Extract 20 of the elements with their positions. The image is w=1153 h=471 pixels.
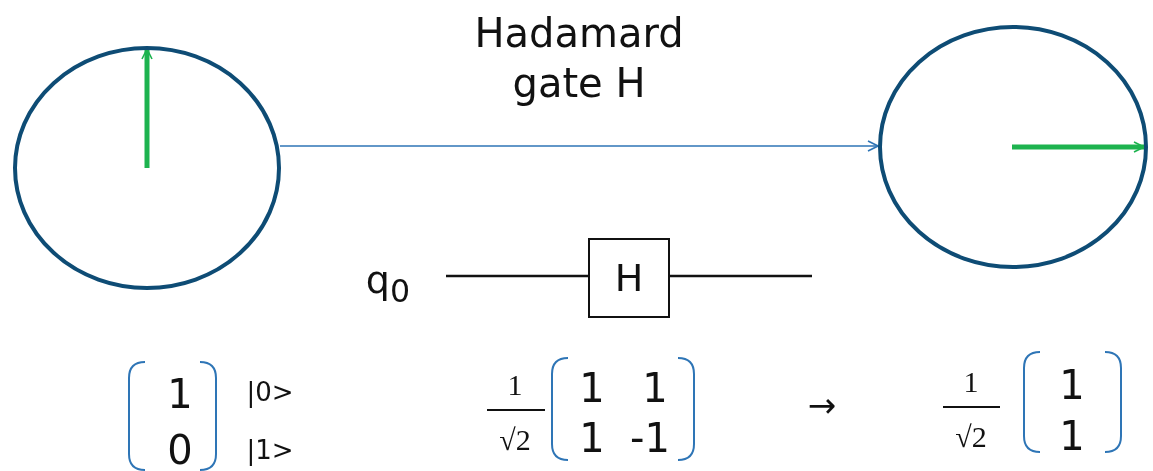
vector-entry: 0 — [167, 430, 193, 470]
fraction-denominator: √2 — [955, 422, 987, 452]
vector-entry: 1 — [1059, 365, 1085, 405]
vector-entry: 1 — [167, 374, 193, 414]
circuit-wire — [670, 274, 812, 278]
matrix-entry: 1 — [579, 368, 605, 408]
gate-label: H — [614, 256, 644, 300]
implies-arrow: → — [807, 388, 837, 422]
qubit-label: q$_{0}$ — [365, 257, 411, 309]
fraction-numerator: 1 — [507, 370, 523, 400]
circuit-wire — [446, 274, 588, 278]
arrow — [279, 140, 879, 152]
gate-box — [588, 238, 670, 318]
matrix-entry: 1 — [579, 418, 605, 458]
vector-entry: 1 — [1059, 416, 1085, 456]
edge-label: Hadamard gate H — [473, 9, 685, 108]
fraction-numerator: 1 — [963, 367, 979, 397]
fraction-denominator: √2 — [499, 425, 531, 455]
matrix-entry: -1 — [630, 418, 670, 458]
matrix-entry: 1 — [642, 368, 668, 408]
